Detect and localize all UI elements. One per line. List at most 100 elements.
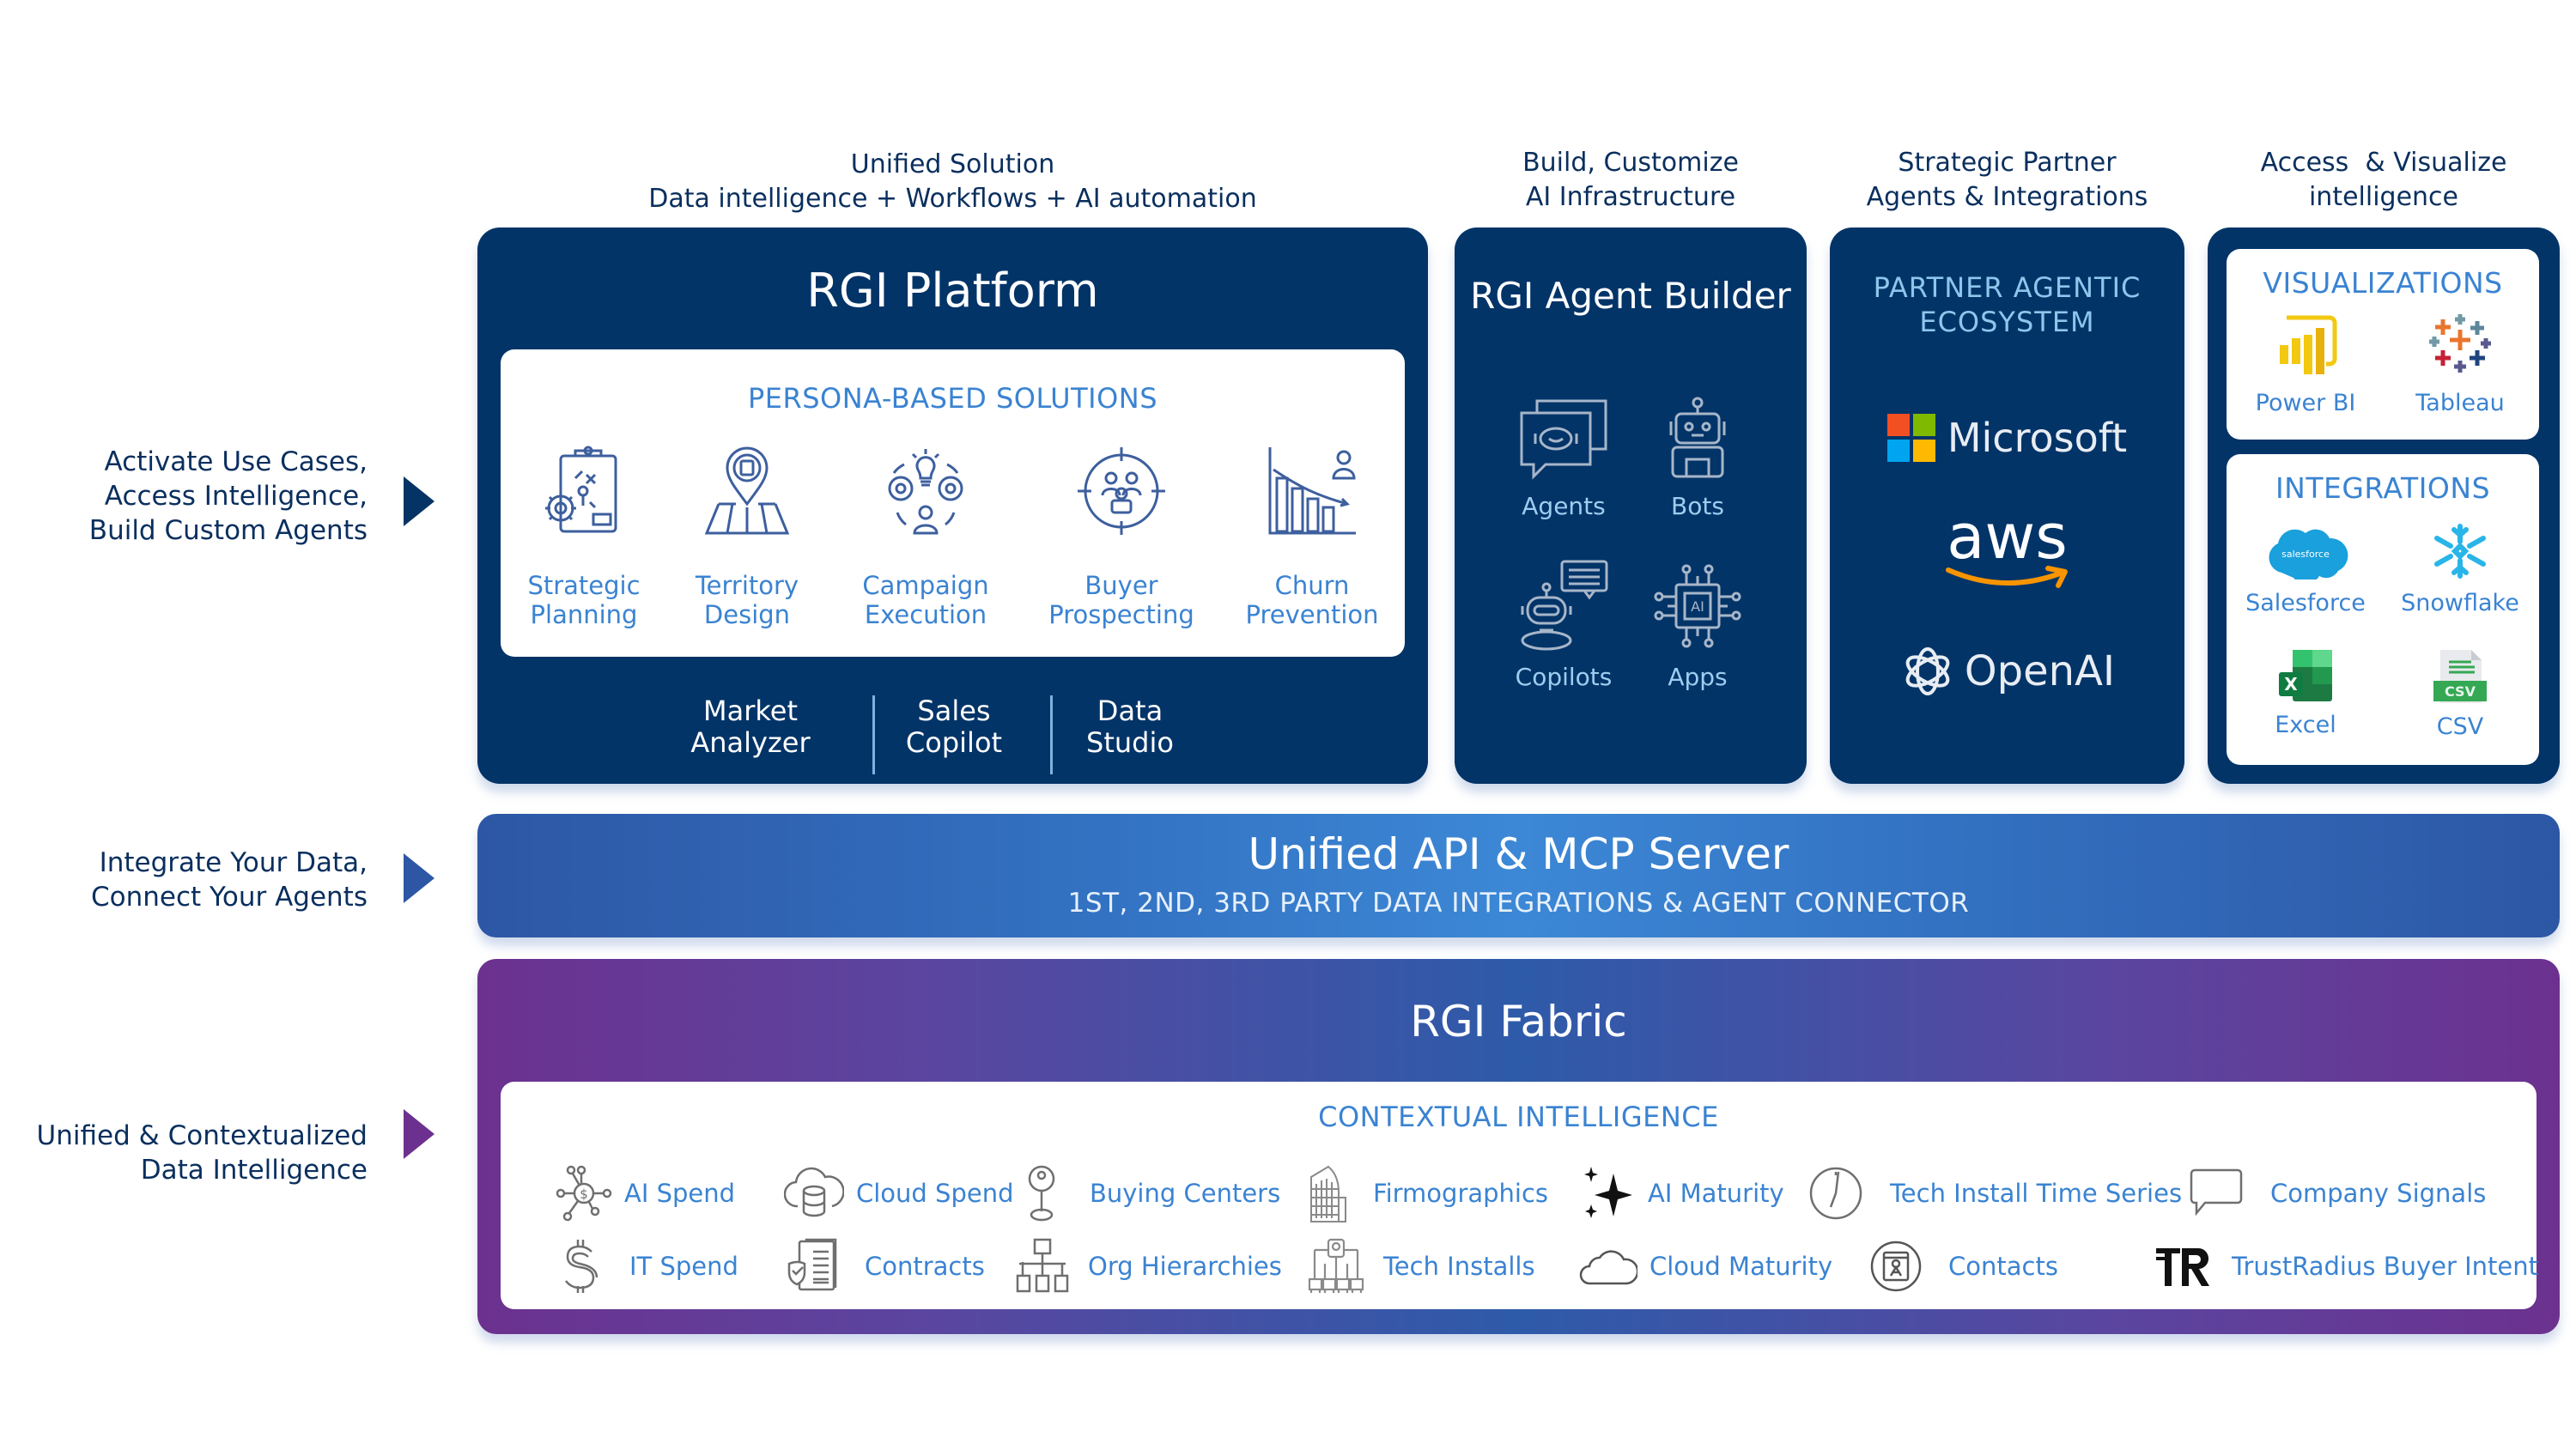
bots-icon — [1669, 397, 1726, 478]
visualizations-heading: VISUALIZATIONS — [2263, 266, 2503, 300]
arrow-right-icon — [404, 853, 434, 903]
trustradius-icon — [2156, 1247, 2209, 1286]
ci-tech-installs[interactable]: Tech Installs — [1308, 1236, 1535, 1296]
salesforce-icon: salesforce — [2269, 529, 2348, 579]
tool-power-bi[interactable]: Power BI — [2237, 312, 2374, 416]
contextual-intelligence-card: CONTEXTUAL INTELLIGENCE $ AI Spend Cloud… — [501, 1082, 2538, 1309]
ci-it-spend[interactable]: IT Spend — [561, 1236, 738, 1296]
app-market-analyzer[interactable]: Market Analyzer — [690, 695, 811, 759]
csv-icon: CSV — [2433, 650, 2487, 703]
ci-cloud-spend[interactable]: Cloud Spend — [784, 1163, 1014, 1223]
tableau-icon — [2429, 314, 2491, 373]
platform-title: RGI Platform — [806, 264, 1099, 318]
copilots-icon — [1521, 560, 1608, 651]
contacts-icon — [1870, 1241, 1922, 1292]
ai-spend-icon: $ — [556, 1165, 612, 1222]
arrow-right-icon — [404, 1109, 434, 1159]
campaign-execution-icon — [888, 449, 963, 535]
partner-openai[interactable]: OpenAI — [1830, 641, 2184, 701]
persona-card: PERSONA-BASED SOLUTIONS Strategic Planni… — [501, 349, 1405, 657]
persona-territory-design[interactable]: Territory Design — [665, 444, 829, 629]
tool-tableau[interactable]: Tableau — [2391, 312, 2529, 416]
excel-icon: X — [2279, 650, 2332, 701]
agent-builder-title: RGI Agent Builder — [1470, 275, 1791, 317]
ci-contracts[interactable]: Contracts — [784, 1236, 985, 1296]
svg-text:$: $ — [580, 1186, 588, 1202]
access-panel: VISUALIZATIONS Power BI — [2208, 228, 2560, 784]
svg-text:CSV: CSV — [2445, 683, 2476, 700]
integrations-card: INTEGRATIONS salesforce Salesforce Snowf… — [2227, 454, 2539, 765]
app-sales-copilot[interactable]: Sales Copilot — [905, 695, 1003, 759]
snowflake-icon — [2434, 524, 2486, 579]
tool-excel[interactable]: X Excel — [2237, 648, 2374, 738]
api-title: Unified API & MCP Server — [1248, 829, 1789, 879]
arrow-right-icon — [404, 476, 434, 526]
unified-api-bar: Unified API & MCP Server 1ST, 2ND, 3RD P… — [477, 814, 2560, 937]
agents-icon — [1520, 399, 1607, 480]
agent-item-copilots[interactable]: Copilots — [1499, 558, 1628, 691]
svg-text:X: X — [2284, 674, 2298, 695]
tool-snowflake[interactable]: Snowflake — [2383, 523, 2537, 616]
app-divider — [872, 695, 875, 774]
ci-ai-maturity[interactable]: AI Maturity — [1583, 1163, 1784, 1223]
persona-buyer-prospecting[interactable]: Buyer Prospecting — [1040, 444, 1203, 629]
company-signals-icon — [2190, 1168, 2243, 1216]
side-label-activate: Activate Use Cases, Access Intelligence,… — [88, 446, 368, 546]
aws-logo-icon: aws — [1947, 501, 2068, 573]
churn-prevention-icon — [1268, 447, 1356, 535]
partner-aws[interactable]: aws — [1830, 502, 2184, 597]
ci-tech-install-time-series[interactable]: Tech Install Time Series — [1807, 1163, 2182, 1223]
contextual-intelligence-heading: CONTEXTUAL INTELLIGENCE — [1318, 1101, 1719, 1133]
agent-item-apps[interactable]: AI Apps — [1633, 562, 1762, 691]
app-data-studio[interactable]: Data Studio — [1086, 695, 1174, 759]
ci-company-signals[interactable]: Company Signals — [2188, 1163, 2486, 1223]
visualizations-card: VISUALIZATIONS Power BI — [2227, 249, 2539, 440]
partner-microsoft[interactable]: Microsoft — [1830, 410, 2184, 466]
rgi-fabric-panel: RGI Fabric CONTEXTUAL INTELLIGENCE $ AI … — [477, 959, 2560, 1334]
firmographics-icon — [1310, 1165, 1346, 1222]
persona-churn-prevention[interactable]: Churn Prevention — [1230, 444, 1394, 629]
org-hierarchies-icon — [1016, 1238, 1069, 1293]
side-label-integrate: Integrate Your Data, Connect Your Agents — [91, 847, 368, 913]
partner-title: PARTNER AGENTIC ECOSYSTEM — [1873, 271, 2142, 338]
persona-strategic-planning[interactable]: Strategic Planning — [502, 444, 665, 629]
strategic-planning-icon — [545, 446, 617, 533]
fabric-title: RGI Fabric — [1410, 997, 1627, 1047]
cloud-maturity-icon — [1579, 1250, 1637, 1285]
ci-org-hierarchies[interactable]: Org Hierarchies — [1016, 1236, 1282, 1296]
caption-access: Access & Visualize intelligence — [2260, 148, 2507, 212]
openai-logo-icon — [1905, 647, 1950, 695]
integrations-heading: INTEGRATIONS — [2275, 471, 2491, 505]
agent-item-bots[interactable]: Bots — [1633, 396, 1762, 520]
svg-text:AI: AI — [1691, 598, 1704, 615]
rgi-platform-panel: RGI Platform PERSONA-BASED SOLUTIONS Str… — [477, 228, 1428, 784]
partner-panel: PARTNER AGENTIC ECOSYSTEM Microsoft aws … — [1830, 228, 2184, 784]
side-label-contextualized: Unified & Contextualized Data Intelligen… — [36, 1120, 368, 1186]
persona-heading: PERSONA-BASED SOLUTIONS — [747, 382, 1158, 415]
svg-text:salesforce: salesforce — [2281, 549, 2330, 560]
agent-builder-panel: RGI Agent Builder Agents Bots — [1455, 228, 1807, 784]
caption-agent-builder: Build, Customize AI Infrastructure — [1522, 148, 1739, 212]
tech-installs-icon — [1308, 1238, 1364, 1293]
ci-firmographics[interactable]: Firmographics — [1306, 1163, 1548, 1223]
apps-icon: AI — [1654, 564, 1741, 648]
caption-partners: Strategic Partner Agents & Integrations — [1866, 148, 2148, 212]
agent-item-agents[interactable]: Agents — [1499, 396, 1628, 520]
ci-contacts[interactable]: Contacts — [1869, 1236, 2058, 1296]
ai-maturity-icon — [1584, 1167, 1632, 1218]
tool-salesforce[interactable]: salesforce Salesforce — [2220, 523, 2391, 616]
territory-design-icon — [704, 446, 790, 535]
persona-campaign-execution[interactable]: Campaign Execution — [844, 444, 1007, 629]
ci-buying-centers[interactable]: Buying Centers — [1023, 1163, 1280, 1223]
api-subtitle: 1ST, 2ND, 3RD PARTY DATA INTEGRATIONS & … — [1067, 888, 1970, 919]
cloud-spend-icon — [784, 1167, 844, 1217]
app-divider — [1050, 695, 1053, 774]
buying-centers-icon — [1028, 1165, 1055, 1222]
contracts-icon — [787, 1238, 837, 1291]
ci-cloud-maturity[interactable]: Cloud Maturity — [1577, 1236, 1832, 1296]
tech-install-time-series-icon — [1809, 1167, 1862, 1220]
ci-trustradius-buyer-intent[interactable]: TrustRadius Buyer Intent — [2154, 1236, 2538, 1296]
it-spend-icon — [565, 1240, 598, 1293]
ci-ai-spend[interactable]: $ AI Spend — [556, 1163, 735, 1223]
tool-csv[interactable]: CSV CSV — [2391, 648, 2529, 740]
